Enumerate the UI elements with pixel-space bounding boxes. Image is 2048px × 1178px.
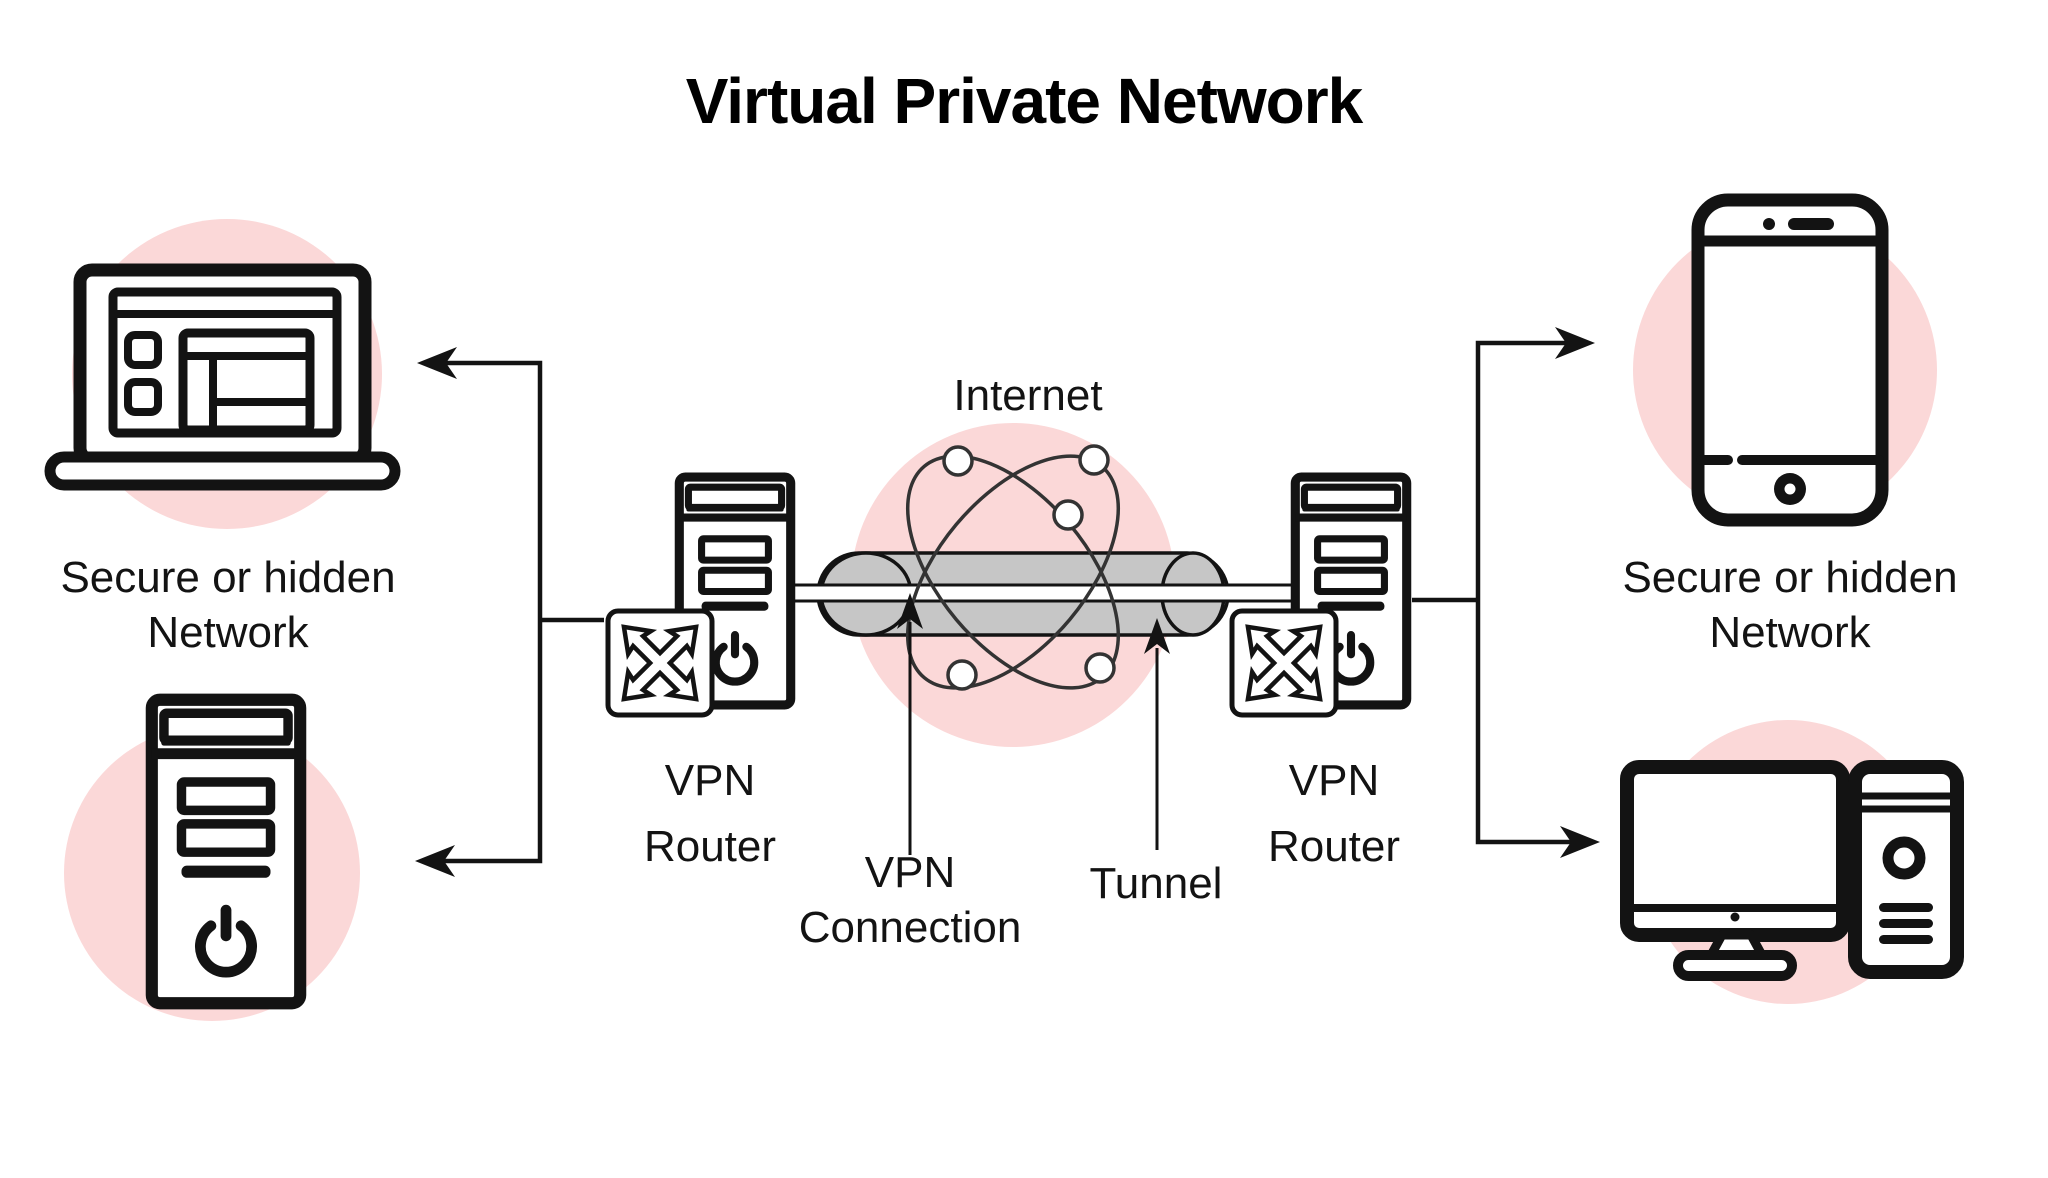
- arrow-left-icon: [415, 845, 455, 877]
- secure-network-label-left: Secure or hidden Network: [60, 553, 396, 657]
- arrow-up-icon: [1144, 618, 1170, 654]
- network-node-icon: [1078, 444, 1110, 476]
- arrow-right-icon: [1560, 826, 1600, 858]
- secure-network-label-right: Secure or hidden Network: [1622, 553, 1958, 657]
- right-branch-connector: [1412, 327, 1600, 858]
- network-node-icon: [942, 445, 974, 477]
- internet-orbit-icon: [905, 444, 1121, 691]
- tunnel-callout-arrow: [1144, 618, 1170, 850]
- left-branch-connector: [415, 347, 604, 877]
- vpn-router-label-left: VPN Router: [643, 756, 777, 871]
- monitor-base: [1673, 950, 1797, 981]
- vpn-connection-label: VPN Connection: [798, 848, 1022, 952]
- phone-camera-dot: [1763, 218, 1775, 230]
- vpn-router-label-right: VPN Router: [1267, 756, 1401, 871]
- arrow-left-icon: [417, 347, 457, 379]
- network-node-icon: [946, 659, 978, 691]
- server-tower-icon: [152, 700, 300, 1004]
- diagram-title: Virtual Private Network: [685, 65, 1364, 137]
- smartphone-icon: [1691, 193, 1889, 527]
- tunnel-label: Tunnel: [1089, 859, 1223, 908]
- arrow-right-icon: [1555, 327, 1595, 359]
- tower-power-button: [1882, 836, 1926, 880]
- vpn-connection-line: [788, 583, 1298, 603]
- vpn-connection-callout-arrow: [897, 593, 923, 855]
- desktop-computer-icon: [1620, 760, 1964, 981]
- network-node-icon: [1052, 499, 1084, 531]
- network-node-icon: [1084, 652, 1116, 684]
- router-arrows-badge-icon: [588, 591, 732, 735]
- arrow-up-icon: [897, 593, 923, 629]
- vpn-router-left-icon: [588, 477, 791, 735]
- internet-label: Internet: [953, 371, 1103, 420]
- router-arrows-badge-icon: [1212, 591, 1356, 735]
- laptop-icon: [44, 263, 401, 491]
- phone-speaker-slot: [1788, 218, 1834, 230]
- vpn-router-right-icon: [1212, 477, 1407, 735]
